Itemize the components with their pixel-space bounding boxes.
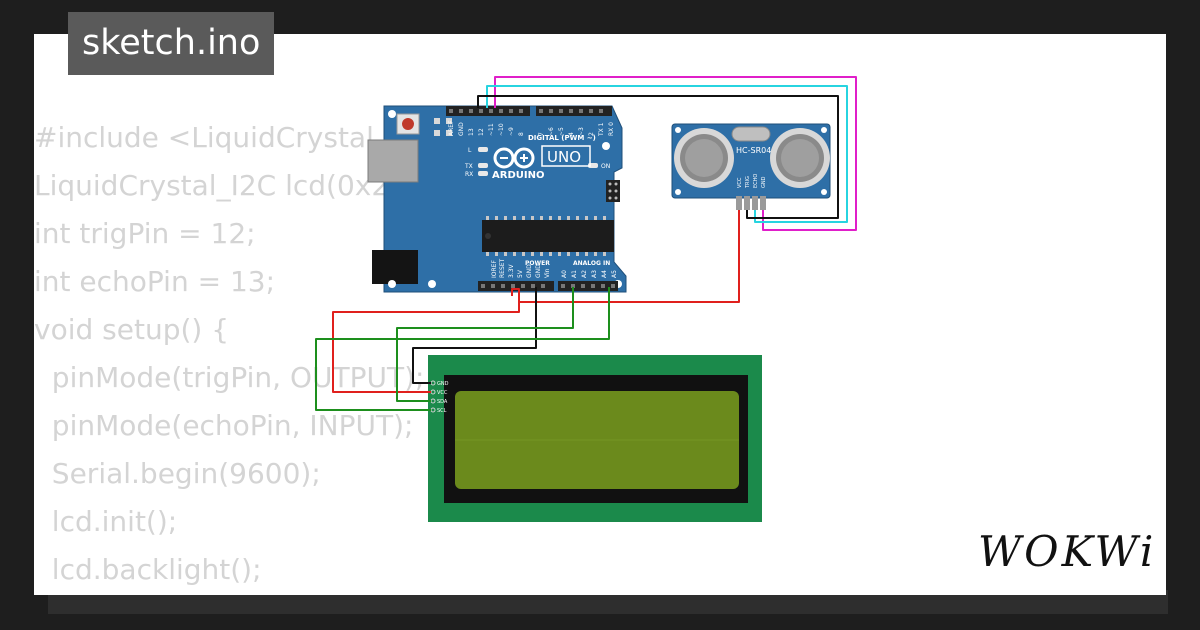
svg-text:AREF: AREF xyxy=(448,120,455,136)
svg-text:IOREF: IOREF xyxy=(491,260,498,278)
sensor-name: HC-SR04 xyxy=(736,146,771,155)
wire-cyan[interactable] xyxy=(486,85,848,223)
digital-pin-labels: AREF GND 13 12 ~11 ~10 ~9 8 7 ~6 ~5 4 ~3… xyxy=(448,120,615,137)
svg-text:A5: A5 xyxy=(611,270,618,278)
wire-magenta[interactable] xyxy=(494,76,857,231)
crystal-oscillator xyxy=(731,126,771,142)
lcd-pin-labels: GND VCC SDA SCL xyxy=(437,381,449,414)
arduino-model: UNO xyxy=(547,148,581,166)
power-jack xyxy=(372,250,418,284)
led-on-label: ON xyxy=(601,163,610,170)
code-line: int echoPin = 13; xyxy=(34,265,276,298)
svg-text:RX 0: RX 0 xyxy=(608,122,615,136)
wire-red-lcd[interactable] xyxy=(332,289,520,393)
power-header xyxy=(478,281,554,291)
svg-text:WOKWi: WOKWi xyxy=(978,527,1152,576)
svg-text:GND: GND xyxy=(458,122,465,136)
svg-text:3.3V: 3.3V xyxy=(508,263,515,278)
wire-green-scl[interactable] xyxy=(315,287,610,411)
power-header-label: POWER xyxy=(525,260,550,267)
svg-text:8: 8 xyxy=(518,132,525,136)
sensor-pin-labels: VCC TRIG ECHO GND xyxy=(737,174,767,189)
svg-text:SDA: SDA xyxy=(437,399,448,405)
svg-text:TRIG: TRIG xyxy=(745,176,751,189)
code-line: Serial.begin(9600); xyxy=(34,457,321,490)
svg-text:A1: A1 xyxy=(571,270,578,278)
file-tab[interactable]: sketch.ino xyxy=(68,12,275,75)
arduino-uno-board[interactable]: AREF GND 13 12 ~11 ~10 ~9 8 7 ~6 ~5 4 ~3… xyxy=(367,105,627,293)
svg-text:VCC: VCC xyxy=(437,390,448,396)
svg-text:TX 1: TX 1 xyxy=(598,122,605,137)
led-l-label: L xyxy=(468,147,472,154)
svg-text:GND: GND xyxy=(761,176,767,188)
ultrasonic-transducer-left-icon xyxy=(674,128,734,188)
code-line: int trigPin = 12; xyxy=(34,217,256,250)
reset-button-icon xyxy=(402,118,414,130)
svg-text:A4: A4 xyxy=(601,270,608,278)
usb-connector xyxy=(367,139,419,183)
code-line: lcd.backlight(); xyxy=(34,553,262,586)
svg-text:A0: A0 xyxy=(561,270,568,278)
svg-text:GND: GND xyxy=(535,264,542,278)
arduino-logo-icon xyxy=(493,147,535,169)
svg-text:2: 2 xyxy=(588,132,595,136)
analog-header xyxy=(558,281,618,291)
led-l xyxy=(478,147,488,152)
ultrasonic-transducer-right-icon xyxy=(770,128,830,188)
svg-text:GND: GND xyxy=(437,381,449,387)
analog-pin-labels: A0 A1 A2 A3 A4 A5 xyxy=(561,270,618,278)
svg-text:~3: ~3 xyxy=(578,127,585,136)
led-tx-label: TX xyxy=(464,163,473,170)
svg-text:7: 7 xyxy=(538,132,545,136)
svg-text:SCL: SCL xyxy=(437,408,447,414)
microcontroller-chip xyxy=(482,220,614,252)
power-pin-labels: IOREF RESET 3.3V 5V GND GND Vin xyxy=(491,258,551,278)
svg-text:A2: A2 xyxy=(581,270,588,278)
arduino-brand: ARDUINO xyxy=(492,170,544,181)
svg-text:12: 12 xyxy=(478,128,485,136)
analog-header-label: ANALOG IN xyxy=(573,260,610,267)
svg-text:5V: 5V xyxy=(517,269,524,278)
led-rx-label: RX xyxy=(465,171,473,178)
code-line: void setup() { xyxy=(34,313,230,346)
code-line: pinMode(trigPin, OUTPUT); xyxy=(34,361,425,394)
code-line: lcd.init(); xyxy=(34,505,178,538)
svg-text:A3: A3 xyxy=(591,270,598,278)
svg-text:~11: ~11 xyxy=(488,123,495,136)
svg-text:~10: ~10 xyxy=(498,123,505,136)
svg-text:4: 4 xyxy=(568,132,575,136)
wire-green-sda[interactable] xyxy=(396,287,574,402)
led-tx xyxy=(478,163,488,168)
code-line: pinMode(echoPin, INPUT); xyxy=(34,409,414,442)
svg-text:ECHO: ECHO xyxy=(753,174,759,188)
svg-text:~5: ~5 xyxy=(558,127,565,136)
svg-text:~9: ~9 xyxy=(508,127,515,136)
svg-text:RESET: RESET xyxy=(499,258,506,278)
digital-header-label: DIGITAL (PWM ~) xyxy=(528,134,596,142)
led-rx xyxy=(478,171,488,176)
svg-text:VCC: VCC xyxy=(737,177,743,188)
digital-header-right xyxy=(536,106,612,116)
lcd-1602-module[interactable]: GND VCC SDA SCL xyxy=(428,355,762,522)
hc-sr04-sensor[interactable]: HC-SR04 VCC TRIG ECHO GND xyxy=(671,123,831,210)
digital-header-left xyxy=(446,106,530,116)
svg-text:~6: ~6 xyxy=(548,127,555,136)
wokwi-logo: WOKWi xyxy=(978,527,1152,576)
wire-black-sensor[interactable] xyxy=(477,95,839,219)
svg-text:GND: GND xyxy=(526,264,533,278)
svg-text:13: 13 xyxy=(468,128,475,136)
wires xyxy=(315,76,857,411)
svg-text:Vin: Vin xyxy=(544,268,551,278)
